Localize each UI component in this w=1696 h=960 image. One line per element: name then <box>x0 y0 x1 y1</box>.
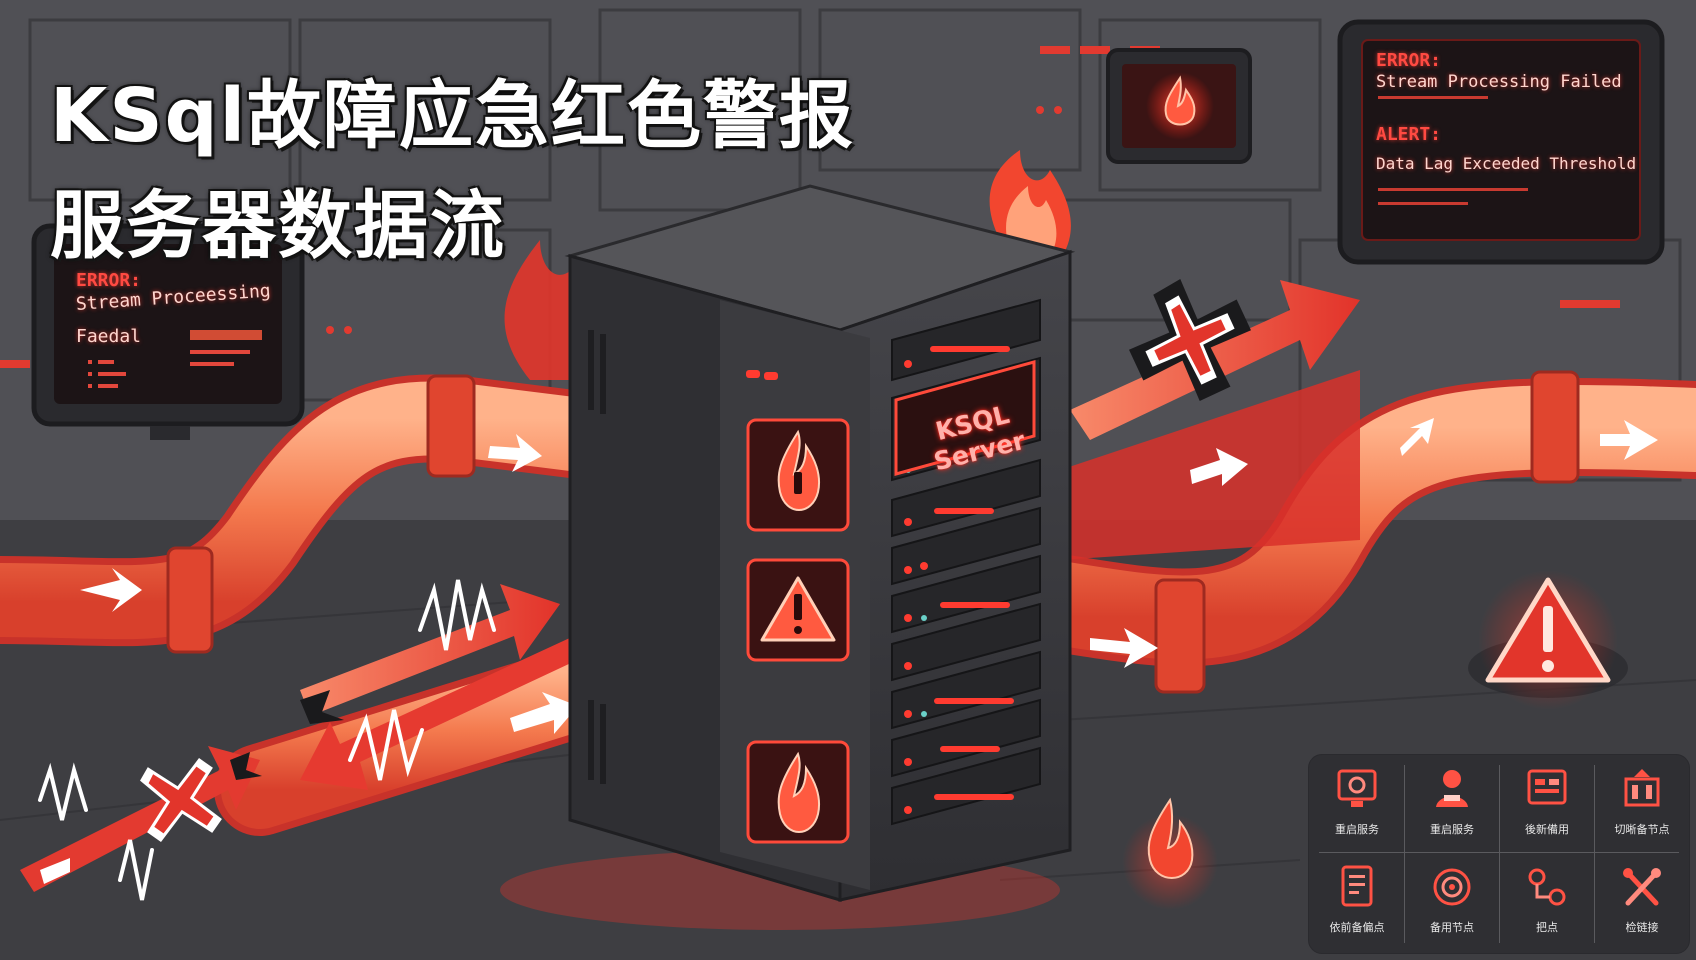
action-label: 後新備用 <box>1525 823 1569 836</box>
monitor-right-error-head: ERROR: <box>1376 50 1442 71</box>
glitch-waves <box>38 579 496 901</box>
action-link-node[interactable]: 把点 <box>1501 855 1593 949</box>
log-document-icon <box>1341 865 1373 907</box>
pipe-flow-arrows <box>80 418 1658 734</box>
restart-monitor-icon <box>1337 769 1377 807</box>
operator-icon <box>1436 770 1468 807</box>
monitor-left-error-status: Faedal <box>76 326 142 347</box>
action-log-node[interactable]: 依前备偏点 <box>1311 855 1403 949</box>
action-restart-service-operator[interactable]: 重启服务 <box>1406 757 1498 851</box>
fire-monitor <box>1106 48 1252 164</box>
action-label: 检链接 <box>1625 921 1659 934</box>
monitor-left-frame <box>31 223 305 440</box>
rack-units <box>891 298 1041 826</box>
server-rack-icon <box>1624 769 1660 807</box>
page-title-line-1: KSql故障应急红色警报 <box>50 73 855 159</box>
backup-panel-icon <box>1527 769 1567 805</box>
tools-icon <box>1623 868 1661 906</box>
monitor-right-alert-msg: Data Lag Exceeded Threshold <box>1376 154 1637 173</box>
floor-warning-icon <box>1468 570 1628 710</box>
action-switch-node[interactable]: 切晰备节点 <box>1596 757 1688 851</box>
action-label: 备用节点 <box>1430 921 1474 934</box>
monitor-left-error-head: ERROR: <box>76 270 142 291</box>
monitor-right-frame <box>1337 19 1665 265</box>
action-label: 重启服务 <box>1430 823 1474 836</box>
action-restart-service[interactable]: 重启服务 <box>1311 757 1403 851</box>
page-title-line-2: 服务器数据流 <box>50 183 506 269</box>
failure-x-marks <box>140 278 1252 842</box>
link-node-icon <box>1528 868 1566 906</box>
action-check-link[interactable]: 检链接 <box>1596 855 1688 949</box>
monitor-right-error-msg: Stream Processing Failed <box>1376 72 1622 92</box>
action-label: 依前备偏点 <box>1329 921 1385 934</box>
action-label: 把点 <box>1536 921 1558 934</box>
emergency-action-panel: 重启服务 重启服务 後新備用 切晰备节点 依前备偏点 <box>1308 754 1690 954</box>
action-label: 切晰备节点 <box>1614 823 1670 836</box>
ksql-server-tower <box>500 184 1076 930</box>
target-node-icon <box>1433 868 1471 906</box>
monitor-right-alert-head: ALERT: <box>1376 124 1442 145</box>
action-label: 重启服务 <box>1335 823 1379 836</box>
action-backup[interactable]: 後新備用 <box>1501 757 1593 851</box>
action-standby-node[interactable]: 备用节点 <box>1406 855 1498 949</box>
